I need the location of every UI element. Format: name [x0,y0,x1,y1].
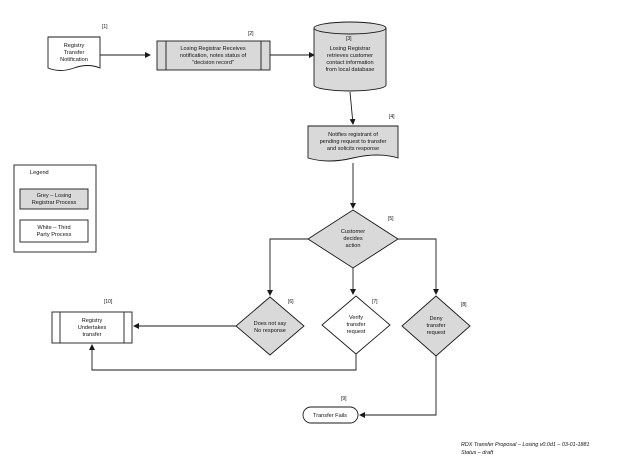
node-label-line: decides [343,236,362,242]
process-box [51,311,133,344]
node-label-line: notification, notes status of [180,53,247,59]
node-label-line: No response [254,328,286,334]
node-number: [7] [372,299,378,305]
node-number: [2] [248,31,254,37]
decision-diamond [235,296,305,356]
node-registry-transfer-notification: [1] Registry Transfer Notification [47,24,108,71]
node-deny-transfer: [8] Deny transfer request [401,295,471,357]
node-label-line: request [347,329,366,335]
node-label-line: Losing Registrar [330,46,371,52]
node-label-line: pending request to transfer [320,139,387,145]
edge-7-to-10 [89,344,357,371]
node-number: [9] [341,396,347,402]
node-number: [3] [346,36,352,42]
node-label-line: contact information [326,60,373,66]
legend: Legend Grey – Losing Registrar Process W… [13,164,97,253]
legend-title: Legend [30,170,49,176]
node-label-line: request [427,330,446,336]
document-shape [307,125,399,162]
node-number: [4] [389,114,395,120]
node-number: [8] [461,302,467,308]
node-losing-registrar-receives: [2] Losing Registrar Receives notificati… [156,31,271,71]
node-registry-undertakes-transfer: [10] Registry Undertakes transfer [51,299,133,344]
legend-white-swatch [19,219,89,243]
node-label-line: and solicits response [327,146,379,152]
node-label-line: Notifies registrant of [328,132,378,138]
node-customer-decides-action: [5] Customer decides action [307,209,399,269]
node-label-line: transfer [347,322,366,328]
document-shape [47,36,101,71]
database-cylinder-top [313,21,387,35]
edge-3-to-4 [349,91,356,125]
decision-diamond [307,209,399,269]
legend-white-label: White – Third [37,225,70,231]
terminator-shape [302,406,359,424]
connectors [89,52,439,418]
legend-grey-label: Grey – Losing [37,193,72,199]
node-label-line: action [346,243,361,249]
footer-status: Status – draft [461,450,494,456]
node-label-line: Does not say [254,321,287,327]
node-retrieve-contact-database: [3] Losing Registrar retrieves customer … [313,21,387,92]
legend-grey-swatch [19,188,89,210]
edge-5-to-6 [267,238,308,296]
node-label-line: Registry [64,43,85,49]
node-number: [1] [102,24,108,30]
edge-8-to-9 [359,356,437,418]
legend-white-label: Party Process [37,232,72,238]
node-label-line: Registry [82,318,103,324]
node-label-line: transfer [427,323,446,329]
node-verify-transfer: [7] Verify transfer request [321,295,391,355]
node-does-not-say: [6] Does not say No response [235,296,305,356]
legend-grey-label: Registrar Process [32,200,77,206]
edge-5-to-8 [398,238,439,295]
footer-title: RDX Transfer Proposal – Losing v0.0d1 – … [461,442,589,448]
node-label-line: Verify [349,315,363,321]
node-label-line: Transfer [64,50,85,56]
database-cylinder [313,28,387,92]
node-label-line: Deny [429,316,442,322]
node-label-line: transfer [83,332,102,338]
node-label-line: "decision record" [192,60,234,66]
node-number: [6] [288,299,294,305]
node-label-line: Notification [60,57,88,63]
decision-diamond [321,295,391,355]
node-notify-registrant: [4] Notifies registrant of pending reque… [307,114,399,162]
node-label-line: from local database [326,67,375,73]
node-transfer-fails: [9] Transfer Fails [302,396,359,424]
node-number: [10] [104,299,113,305]
process-box [156,40,271,71]
node-number: [5] [388,216,394,222]
node-label-line: Customer [341,229,365,235]
footer: RDX Transfer Proposal – Losing v0.0d1 – … [461,442,589,456]
decision-diamond [401,295,471,357]
node-label-line: Undertakes [78,325,107,331]
node-label-line: Losing Registrar Receives [180,46,245,52]
node-label-line: retrieves customer [327,53,373,59]
node-label-line: Transfer Fails [313,413,347,419]
